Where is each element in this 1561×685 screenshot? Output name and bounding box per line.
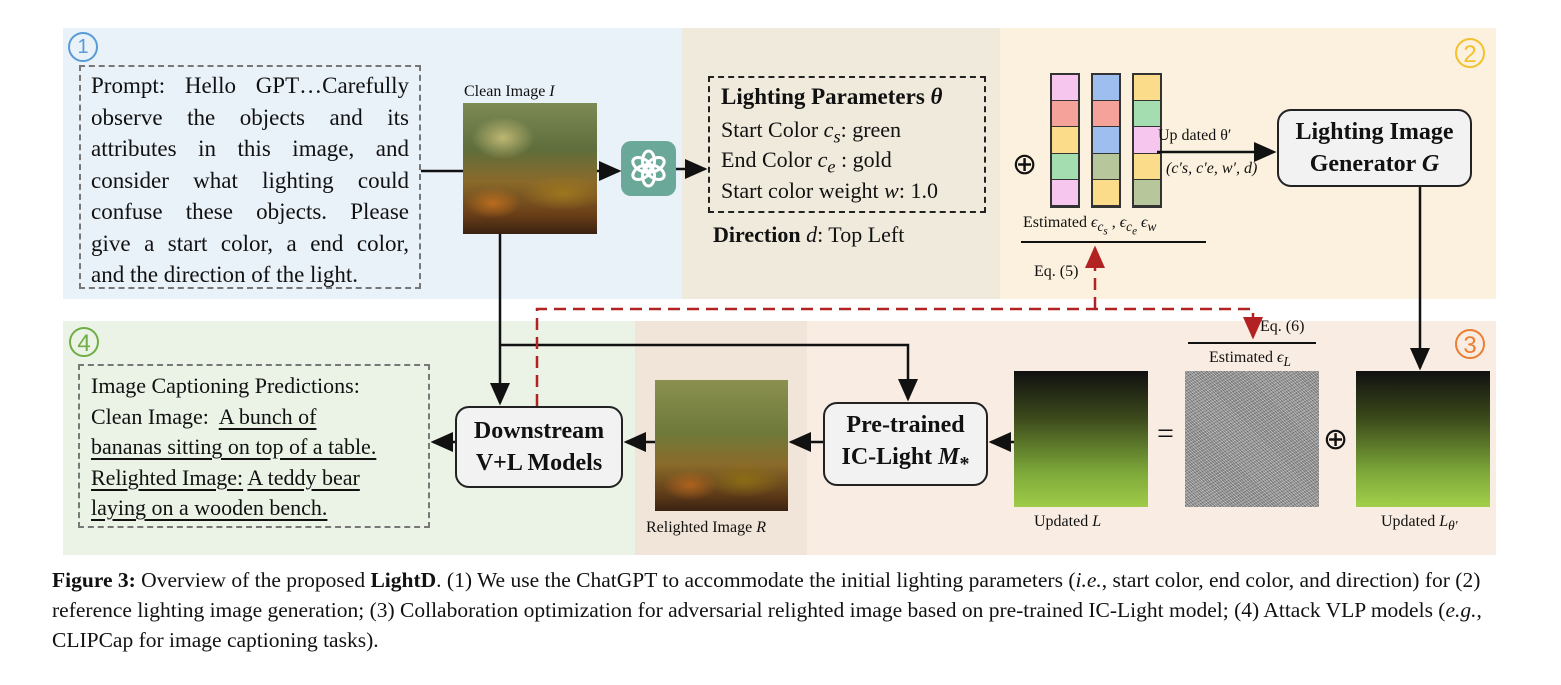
prompt-line: give a start color, a end color, — [91, 230, 409, 256]
parameter-cell — [1052, 75, 1078, 102]
parameter-cell — [1093, 127, 1119, 154]
figure-caption: Figure 3: Overview of the proposed Light… — [52, 568, 1482, 652]
parameter-cell — [1093, 153, 1119, 180]
end-color-line: End Color ce : gold — [721, 147, 892, 177]
relit-caption-line-2: laying on a wooden bench. — [91, 495, 328, 520]
parameter-columns — [1050, 73, 1185, 213]
weight-line: Start color weight w: 1.0 — [721, 178, 938, 203]
noise-image — [1185, 371, 1319, 507]
eq6-label: Eq. (6) — [1260, 318, 1305, 335]
updated-L-image — [1014, 371, 1148, 507]
updated-L-theta-image — [1356, 371, 1490, 507]
updated-L-theta-label: Updated Lθ′ — [1381, 513, 1458, 534]
start-color-line: Start Color cs: green — [721, 117, 902, 147]
eq5-label: Eq. (5) — [1034, 263, 1079, 280]
captions-header: Image Captioning Predictions: — [91, 373, 360, 398]
parameter-cell — [1134, 75, 1160, 102]
feedback-dashed-path — [535, 307, 1263, 406]
prompt-line: observe the objects and its — [91, 104, 409, 130]
direction-line: Direction d: Top Left — [713, 222, 905, 247]
clean-image — [463, 103, 597, 234]
section-3-number: 3 — [1455, 329, 1485, 359]
clean-caption-line-2: bananas sitting on top of a table. — [91, 434, 377, 459]
relighted-image-label: Relighted Image R — [646, 519, 766, 536]
clean-image-label: Clean Image I — [464, 83, 555, 100]
parameter-column — [1132, 73, 1162, 208]
relit-caption-line: Relighted Image: A teddy bear — [91, 464, 360, 490]
section-4-number: 4 — [69, 327, 99, 357]
parameter-cell — [1052, 127, 1078, 154]
oplus-symbol-top: ⊕ — [1012, 147, 1038, 182]
prompt-line: confuse these objects. Please — [91, 199, 409, 224]
estimated-params-rule — [1021, 241, 1206, 243]
parameter-cell — [1134, 101, 1160, 128]
prompt-line: attributes in this image, and — [91, 136, 409, 161]
estimated-eps-label: Estimated ϵL — [1209, 349, 1291, 370]
equals-symbol: = — [1157, 417, 1174, 450]
updated-theta-tuple: (c′s, c′e, w′, d) — [1166, 160, 1258, 177]
estimated-eps-rule — [1188, 342, 1316, 344]
image-to-pretrained-arrow — [500, 343, 918, 402]
updated-theta-label: Up dated θ′ — [1158, 127, 1232, 144]
lighting-params-title: Lighting Parameters θ — [721, 84, 943, 109]
prompt-line: Prompt: Hello GPT…Carefully — [91, 73, 409, 98]
prompt-text: Prompt: Hello GPT…Carefully observe the … — [91, 70, 409, 291]
prompt-line: consider what lighting could — [91, 167, 409, 193]
prompt-box — [79, 65, 421, 289]
parameter-cell — [1052, 101, 1078, 128]
parameter-cell — [1093, 75, 1119, 102]
captions-text: Image Captioning Predictions: Clean Imag… — [91, 371, 376, 524]
section-1-number: ① — [68, 32, 98, 62]
updated-L-label: Updated L — [1034, 513, 1102, 530]
captions-box — [78, 364, 430, 528]
parameter-cell — [1093, 179, 1119, 206]
parameter-cell — [1052, 179, 1078, 206]
parameter-cell — [1134, 153, 1160, 180]
prompt-line: and the direction of the light. — [91, 262, 358, 287]
chatgpt-icon — [621, 141, 676, 196]
section-1-digit: 1 — [77, 36, 89, 58]
parameter-column — [1091, 73, 1121, 208]
parameter-column — [1050, 73, 1080, 208]
relighted-image — [655, 380, 788, 511]
oplus-symbol-bottom: ⊕ — [1323, 422, 1349, 457]
parameter-cell — [1093, 101, 1119, 128]
region-2-left-background — [682, 28, 1000, 299]
lighting-params-box — [708, 76, 986, 213]
parameter-cell — [1134, 127, 1160, 154]
clean-caption-line: Clean Image: A bunch of — [91, 403, 317, 429]
parameter-cell — [1134, 179, 1160, 206]
estimated-params-label: Estimated ϵcs , ϵce ϵw — [1023, 214, 1157, 238]
parameter-cell — [1052, 153, 1078, 180]
section-2-number: 2 — [1455, 38, 1485, 68]
